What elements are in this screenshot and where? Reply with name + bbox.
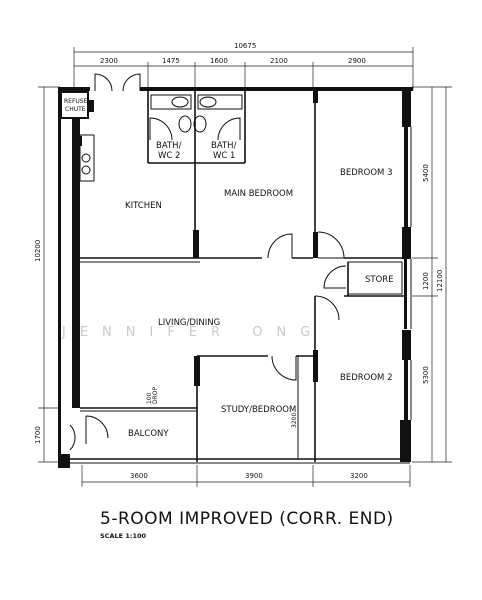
bath2-label-2: WC 2 <box>158 151 180 161</box>
balcony: BALCONY 100 DROP <box>69 386 197 451</box>
bottom-dimensions: 3600 3900 3200 <box>81 465 411 487</box>
dim-bottom-seg-1: 3600 <box>130 472 148 480</box>
balcony-label: BALCONY <box>128 429 169 439</box>
dim-right-seg-2: 1200 <box>422 272 430 290</box>
study-bedroom: STUDY/BEDROOM 3200 <box>194 355 315 462</box>
left-dimensions: 10200 1700 <box>34 86 60 463</box>
entrance-door <box>94 73 141 92</box>
watermark: JENNIFER ONG <box>61 325 324 340</box>
dim-top-seg-5: 2900 <box>348 57 366 65</box>
refuse-chute: REFUSE CHUTE <box>60 91 94 119</box>
dim-top-seg-2: 1475 <box>162 57 180 65</box>
drop-label-1: 100 <box>146 392 153 404</box>
dim-study-inner: 3200 <box>291 413 298 428</box>
dim-top-seg-4: 2100 <box>270 57 288 65</box>
dim-right-total: 12100 <box>436 270 444 292</box>
right-dimensions: 5400 1200 5300 12100 <box>412 86 452 463</box>
plan-title: 5-ROOM IMPROVED (CORR. END) <box>100 509 394 529</box>
dim-right-seg-1: 5400 <box>422 164 430 182</box>
dim-top-seg-3: 1600 <box>210 57 228 65</box>
exterior-walls <box>58 87 413 468</box>
bedroom3-label: BEDROOM 3 <box>340 168 392 178</box>
living-dining-label: LIVING/DINING <box>158 318 220 328</box>
top-dimensions: 10675 2300 1475 1600 2100 2900 <box>73 42 414 90</box>
main-bedroom: MAIN BEDROOM <box>199 87 318 259</box>
bedroom-2: BEDROOM 2 <box>313 295 392 462</box>
bedroom2-label: BEDROOM 2 <box>340 373 392 383</box>
bathrooms: BATH/ WC 2 BATH/ WC 1 <box>147 91 246 164</box>
dim-right-seg-3: 5300 <box>422 366 430 384</box>
bedroom-3: BEDROOM 3 <box>317 168 404 259</box>
dim-bottom-seg-2: 3900 <box>245 472 263 480</box>
dim-left-total: 10200 <box>34 240 42 262</box>
dim-bottom-seg-3: 3200 <box>350 472 368 480</box>
bath1-label-1: BATH/ <box>211 141 237 151</box>
bath2-label-1: BATH/ <box>156 141 182 151</box>
dim-top-total: 10675 <box>234 42 256 50</box>
study-bedroom-label: STUDY/BEDROOM <box>221 405 296 415</box>
bath1-label-2: WC 1 <box>213 151 235 161</box>
drop-label-2: DROP <box>152 386 159 404</box>
kitchen-label: KITCHEN <box>125 201 162 211</box>
refuse-chute-label-2: CHUTE <box>65 106 86 113</box>
refuse-chute-label-1: REFUSE <box>64 98 88 105</box>
living-dining: LIVING/DINING <box>80 261 220 328</box>
dim-top-seg-1: 2300 <box>100 57 118 65</box>
kitchen: KITCHEN <box>78 134 199 259</box>
plan-scale: SCALE 1:100 <box>100 532 146 540</box>
main-bedroom-label: MAIN BEDROOM <box>224 189 293 199</box>
store: STORE <box>323 261 404 297</box>
dim-left-balcony: 1700 <box>34 426 42 444</box>
store-label: STORE <box>365 275 394 285</box>
